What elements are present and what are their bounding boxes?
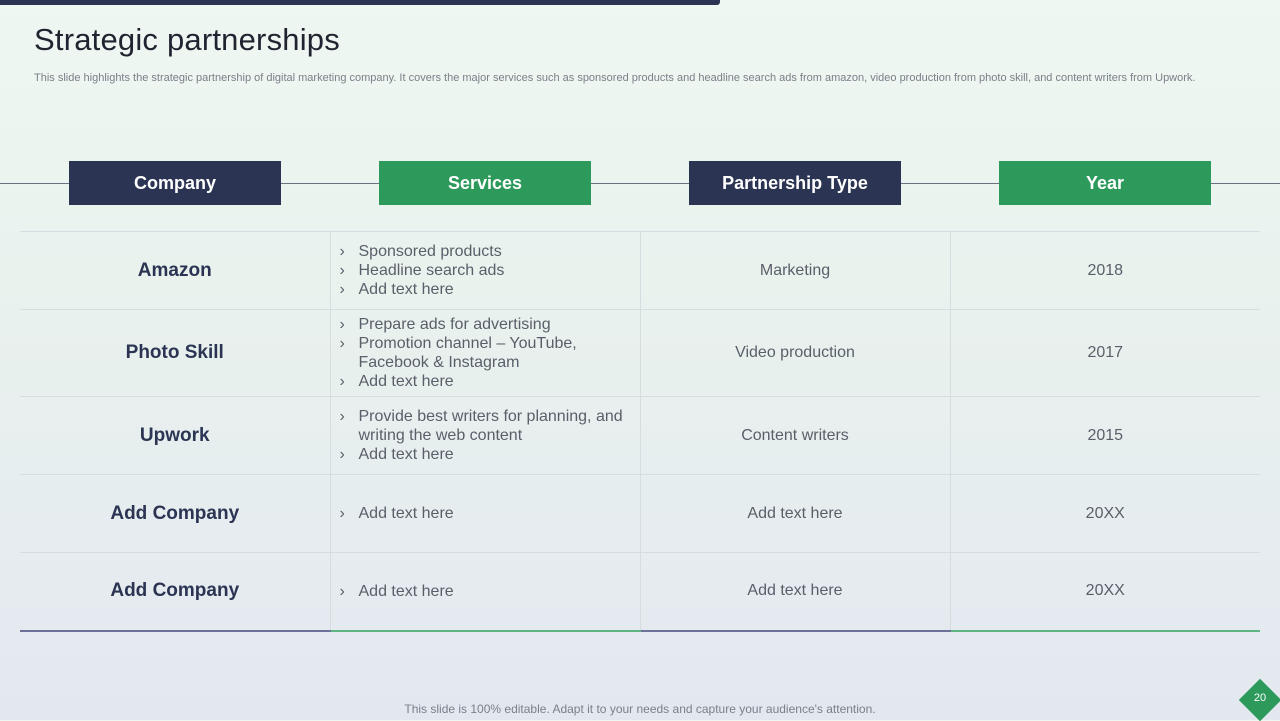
- list-item: › Sponsored products: [340, 242, 624, 261]
- list-item: › Prepare ads for advertising: [340, 315, 624, 334]
- list-item: › Provide best writers for planning, and …: [340, 407, 624, 445]
- footer-note: This slide is 100% editable. Adapt it to…: [404, 702, 876, 716]
- chevron-right-icon: ›: [339, 243, 345, 260]
- page-number: 20: [1253, 692, 1267, 704]
- table-row: Photo Skill › Prepare ads for advertising…: [20, 309, 1260, 397]
- header-divider-line: [0, 183, 1280, 184]
- chevron-right-icon: ›: [339, 582, 345, 600]
- partnership-table: Amazon › Sponsored products › Headline sea…: [20, 231, 1260, 632]
- header-partnership-type: Partnership Type: [689, 161, 901, 205]
- service-text: Prepare ads for advertising: [358, 316, 551, 333]
- service-text: Add text here: [358, 281, 454, 298]
- partnership-type-cell: Content writers: [639, 396, 951, 475]
- page-title: Strategic partnerships: [34, 22, 340, 57]
- service-text: Provide best writers for planning, and w…: [358, 408, 623, 444]
- partnership-type-cell: Video production: [639, 309, 951, 397]
- chevron-right-icon: ›: [339, 446, 345, 463]
- top-accent-bar: [0, 0, 720, 5]
- company-cell: Upwork: [20, 396, 331, 475]
- page-subtitle: This slide highlights the strategic part…: [34, 72, 1196, 84]
- company-cell: Photo Skill: [20, 309, 331, 397]
- partnership-type-cell: Add text here: [639, 552, 951, 632]
- list-item: › Add text here: [340, 280, 624, 299]
- year-cell: 20XX: [949, 474, 1260, 553]
- list-item: › Promotion channel – YouTube, Facebook &…: [340, 334, 624, 372]
- partnership-type-cell: Add text here: [639, 474, 951, 553]
- company-cell: Add Company: [20, 552, 331, 632]
- services-cell: › Add text here: [329, 552, 641, 632]
- partnership-type-cell: Marketing: [639, 231, 951, 310]
- header-services: Services: [379, 161, 591, 205]
- chevron-right-icon: ›: [339, 373, 345, 390]
- services-cell: › Provide best writers for planning, and …: [329, 396, 641, 475]
- header-company: Company: [69, 161, 281, 205]
- list-item: › Add text here: [340, 504, 624, 523]
- year-cell: 2017: [949, 309, 1260, 397]
- service-text: Promotion channel – YouTube, Facebook & …: [358, 335, 577, 371]
- header-year: Year: [999, 161, 1211, 205]
- table-row: Add Company › Add text here Add text here…: [20, 552, 1260, 632]
- service-text: Add text here: [358, 505, 454, 522]
- company-cell: Amazon: [20, 231, 331, 310]
- chevron-right-icon: ›: [339, 262, 345, 279]
- service-text: Add text here: [358, 582, 454, 600]
- table-row: Amazon › Sponsored products › Headline sea…: [20, 231, 1260, 310]
- services-cell: › Sponsored products › Headline search ads…: [329, 231, 641, 310]
- chevron-right-icon: ›: [339, 505, 345, 522]
- service-text: Headline search ads: [358, 262, 505, 279]
- company-cell: Add Company: [20, 474, 331, 553]
- service-text: Add text here: [358, 446, 454, 463]
- list-item: › Add text here: [340, 372, 624, 391]
- chevron-right-icon: ›: [339, 281, 345, 298]
- services-cell: › Add text here: [329, 474, 641, 553]
- list-item: › Headline search ads: [340, 261, 624, 280]
- year-cell: 2018: [949, 231, 1260, 310]
- service-text: Sponsored products: [358, 243, 502, 260]
- table-row: Add Company › Add text here Add text here…: [20, 474, 1260, 553]
- table-row: Upwork › Provide best writers for plannin…: [20, 396, 1260, 475]
- services-cell: › Prepare ads for advertising › Promotion …: [329, 309, 641, 397]
- list-item: › Add text here: [340, 445, 624, 464]
- chevron-right-icon: ›: [339, 408, 345, 425]
- chevron-right-icon: ›: [339, 335, 345, 352]
- chevron-right-icon: ›: [339, 316, 345, 333]
- list-item: › Add text here: [340, 582, 624, 601]
- year-cell: 20XX: [949, 552, 1260, 632]
- year-cell: 2015: [949, 396, 1260, 475]
- service-text: Add text here: [358, 373, 454, 390]
